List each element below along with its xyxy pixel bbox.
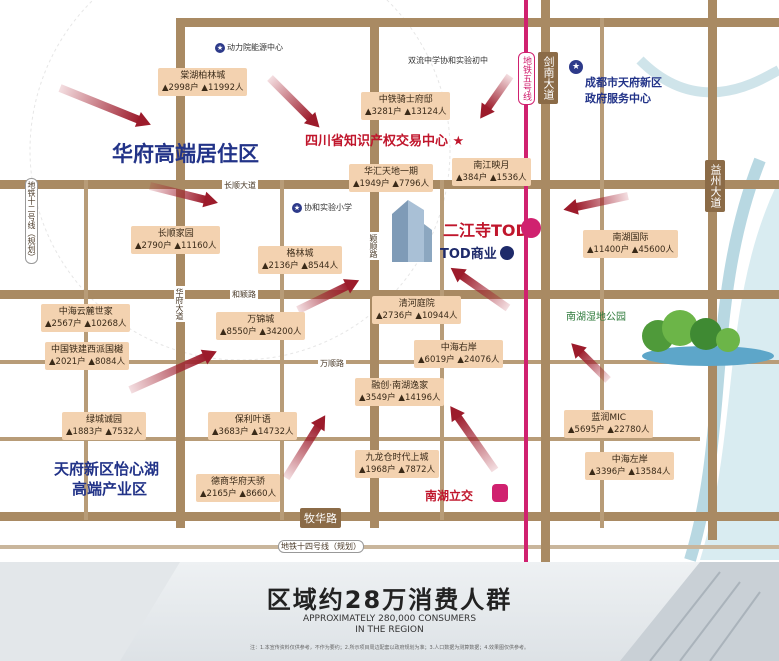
label-changshun: 长顺大道: [222, 180, 258, 191]
headline-gov-center: ★ 成都市天府新区 政府服务中心: [569, 60, 662, 106]
headline-ip-center: 四川省知识产权交易中心 ★: [305, 134, 465, 149]
community-tag: 中海左岸▲3396户 ▲13584人: [585, 452, 675, 480]
community-tag: 格林城▲2136户 ▲8544人: [258, 246, 343, 274]
headline-wetland: 南湖湿地公园: [566, 312, 626, 323]
label-huafu-avenue: 华府大道: [174, 286, 185, 322]
community-tag: 万锦城▲8550户 ▲34200人: [216, 312, 306, 340]
headline-industry-2: 高端产业区: [72, 480, 148, 498]
road-metro14: [0, 545, 779, 549]
road-helu: [0, 290, 779, 299]
road-lower: [0, 437, 700, 441]
footer-title: 区域约28万消费人群: [266, 586, 513, 614]
footer-disclaimer: 注：1.本宣传资料仅供参考，不作为要约；2.所示项目周边配套以政府规划为准；3.…: [249, 645, 530, 651]
label-metro-5: 地铁五号线: [518, 52, 535, 105]
community-tag: 棠湖柏林城▲2998户 ▲11992人: [158, 68, 248, 96]
community-tag: 中海云麓世家▲2567户 ▲10268人: [41, 304, 131, 332]
label-jiannan-avenue: 剑南大道: [538, 52, 558, 104]
nanhu-train-icon: [492, 484, 508, 502]
landmark-xiehe-school: ★协和实验小学: [292, 202, 352, 213]
road-top: [178, 18, 779, 27]
tod-metro-icon: [521, 218, 541, 238]
tod-building: [392, 200, 432, 262]
footer-band: 区域约28万消费人群 APPROXIMATELY 280,000 CONSUME…: [0, 562, 779, 661]
label-yingshun: 颖顺路: [368, 232, 379, 260]
headline-tod-commerce: TOD商业: [440, 247, 497, 262]
star-icon: ★: [292, 202, 302, 213]
footer-decoration: [0, 562, 779, 661]
community-tag: 中铁骑士府邸▲3281户 ▲13124人: [361, 92, 451, 120]
metro-line-5: [524, 0, 528, 562]
label-wanshun: 万顺路: [318, 358, 346, 369]
star-icon: ★: [215, 42, 225, 53]
community-tag: 蓝润MIC▲5695户 ▲22780人: [564, 410, 654, 438]
label-helu: 和颖路: [230, 289, 258, 300]
label-metro-12: 地铁十二号线（规划）: [25, 178, 38, 264]
community-tag: 德商华府天骄▲2165户 ▲8660人: [196, 474, 281, 502]
road-mid: [280, 180, 284, 520]
star-icon: ★: [452, 134, 465, 149]
wetland-park-illustration: [642, 310, 774, 366]
footer-subtitle: APPROXIMATELY 280,000 CONSUMERS IN THE R…: [302, 614, 477, 635]
community-tag: 南江映月▲384户 ▲1536人: [452, 158, 531, 186]
road-muhua: [0, 512, 779, 521]
landmark-power-center: ★动力院能源中心: [215, 42, 283, 53]
road-wanshun: [0, 360, 779, 364]
headline-nanhu-station: 南湖立交: [425, 489, 474, 503]
community-tag: 长顺家园▲2790户 ▲11160人: [131, 226, 221, 254]
road-yizhou: [708, 0, 717, 540]
landmark-school-double: 双流中学协和实验初中: [408, 56, 488, 65]
road-east: [600, 18, 604, 528]
community-tag: 华汇天地一期▲1949户 ▲7796人: [349, 164, 434, 192]
community-tag: 中国铁建西派国樾▲2021户 ▲8084人: [45, 342, 130, 370]
road-huafu: [176, 18, 185, 528]
community-tag: 保利叶语▲3683户 ▲14732人: [208, 412, 298, 440]
headline-industry-1: 天府新区怡心湖: [54, 460, 160, 478]
label-yizhou-avenue: 益州大道: [705, 160, 725, 212]
community-tag: 清河庭院▲2736户 ▲10944人: [372, 296, 462, 324]
community-tag: 绿城诚园▲1883户 ▲7532人: [62, 412, 147, 440]
tod-commerce-icon: [500, 246, 514, 260]
community-tag: 融创·南湖逸家▲3549户 ▲14196人: [355, 378, 445, 406]
headline-residential: 华府高端居住区: [112, 142, 259, 166]
community-tag: 南湖国际▲11400户 ▲45600人: [583, 230, 678, 258]
road-yingshun: [370, 18, 379, 528]
community-tag: 九龙仓时代上城▲1968户 ▲7872人: [355, 450, 440, 478]
label-metro-14: 地铁十四号线（规划）: [278, 540, 364, 553]
headline-tod: 二江寺TOD: [443, 221, 529, 240]
road-jiannan: [541, 0, 550, 562]
label-muhua-road: 牧华路: [300, 508, 341, 528]
gov-star-icon: ★: [569, 60, 585, 74]
community-tag: 中海右岸▲6019户 ▲24076人: [414, 340, 504, 368]
